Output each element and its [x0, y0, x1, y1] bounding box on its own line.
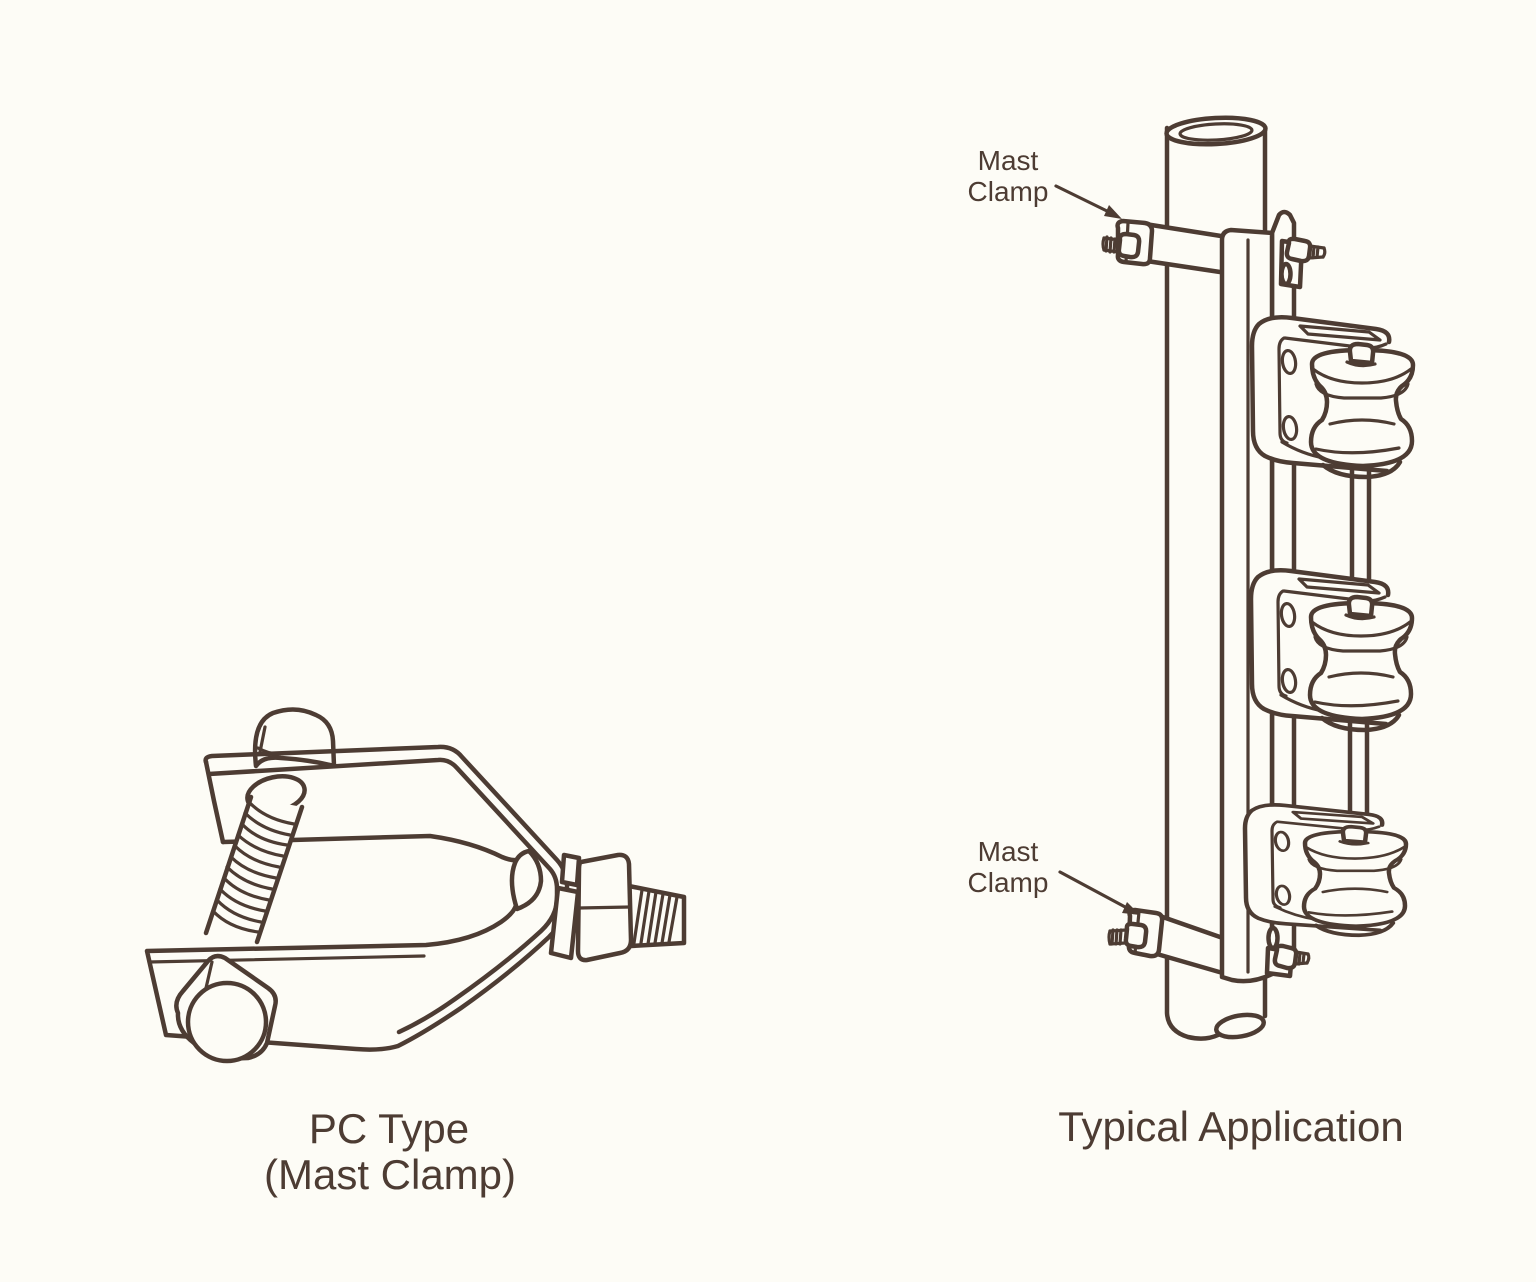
stud-thread-lines [632, 888, 679, 946]
callout-bottom-arrow [1058, 870, 1140, 915]
callout-top-line2: Clamp [968, 176, 1049, 207]
caption-mast-clamp: (Mast Clamp) [264, 1151, 516, 1198]
thread-lines [211, 800, 296, 934]
pipe-bottom-opening [1214, 1012, 1266, 1040]
connecting-rod-1 [1349, 452, 1372, 603]
pc-type-clamp-illustration [144, 707, 687, 1064]
callout-bottom-line2: Clamp [968, 867, 1049, 898]
callout-top-arrow [1054, 184, 1122, 219]
spool-insulator-assembly-1 [1252, 317, 1413, 477]
spool-insulator-assembly-2 [1251, 570, 1412, 730]
callout-bottom-mast-clamp: Mast Clamp [968, 836, 1140, 915]
typical-application-illustration: Mast Clamp Mast Clamp [968, 115, 1413, 1041]
clamp-ear-bolt-bottom-right [1264, 925, 1311, 979]
mast-clamp-band-bottom [1107, 907, 1243, 981]
callout-top-line1: Mast [978, 145, 1039, 176]
strap-inner-bend [509, 848, 544, 912]
clamp-ear-bolt-top-right [1278, 236, 1327, 290]
clamp-bolt-stub-left-bottom [1107, 928, 1128, 946]
threaded-bolt [203, 774, 307, 945]
clamp-bolt-stub-left-top [1101, 235, 1121, 254]
spool-insulator-assembly-3 [1245, 805, 1406, 935]
clamp-nut-and-stud [548, 852, 687, 963]
callout-bottom-line1: Mast [978, 836, 1039, 867]
caption-typical-application: Typical Application [1058, 1103, 1404, 1150]
dome-nut [252, 707, 337, 769]
clamp-strap-body [144, 744, 570, 1052]
callout-top-mast-clamp: Mast Clamp [968, 145, 1122, 219]
caption-pc-type: PC Type [309, 1105, 469, 1152]
hex-bolt-head [174, 953, 278, 1064]
